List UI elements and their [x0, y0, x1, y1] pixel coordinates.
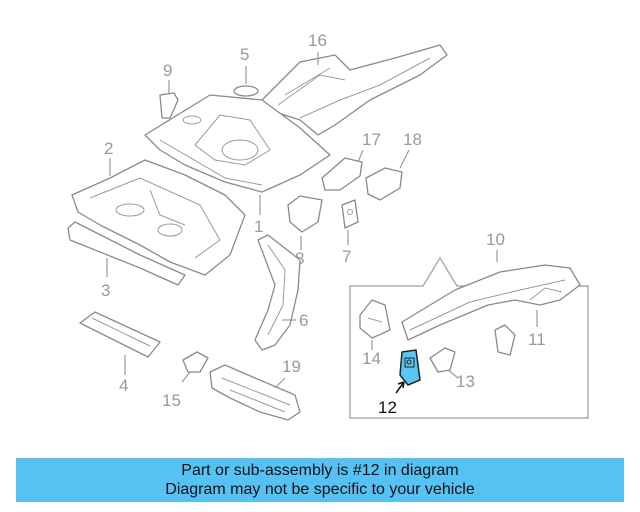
part-6-pillar[interactable]: [254, 234, 301, 351]
part-4-reinforcement[interactable]: [79, 311, 161, 358]
callout-16: 16: [308, 31, 327, 50]
callout-3: 3: [101, 281, 110, 300]
part-3-crossmember[interactable]: [67, 221, 186, 286]
callout-7: 7: [342, 247, 351, 266]
banner-line-1: Part or sub-assembly is #12 in diagram: [181, 462, 459, 479]
callout-19: 19: [282, 357, 301, 376]
callout-8: 8: [295, 249, 304, 268]
part-14-bracket[interactable]: [359, 299, 391, 339]
part-11-small-bracket[interactable]: [494, 324, 516, 356]
part-12-bracket-highlighted[interactable]: [399, 349, 421, 386]
part-5-grommet[interactable]: [233, 85, 259, 97]
callout-12: 12: [378, 398, 397, 417]
callout-14: 14: [362, 349, 381, 368]
part-2-front-floor[interactable]: [71, 159, 246, 276]
part-11-side-member[interactable]: [401, 264, 581, 341]
part-18-bracket[interactable]: [365, 167, 403, 201]
callout-1: 1: [254, 217, 263, 236]
part-15-bracket[interactable]: [182, 351, 209, 373]
part-9-bracket[interactable]: [159, 92, 179, 119]
callout-2: 2: [104, 139, 113, 158]
part-19-rear-panel[interactable]: [209, 364, 301, 421]
parts-diagram: 16 5 9 1 2 3 4: [67, 31, 589, 421]
callout-11: 11: [528, 330, 546, 349]
part-17-bracket[interactable]: [321, 157, 363, 191]
callout-17: 17: [362, 130, 381, 149]
info-banner: Part or sub-assembly is #12 in diagram D…: [16, 458, 624, 502]
callout-4: 4: [119, 376, 128, 395]
callout-9: 9: [163, 61, 172, 80]
callout-13: 13: [456, 372, 475, 391]
part-16-rear-rail[interactable]: [261, 44, 448, 136]
callout-6: 6: [299, 311, 308, 330]
callout-15: 15: [162, 391, 181, 410]
part-13-bracket[interactable]: [429, 347, 456, 373]
part-1-rear-floor[interactable]: [144, 94, 331, 193]
callout-18: 18: [403, 130, 422, 149]
part-8-panel[interactable]: [287, 195, 323, 233]
callout-10: 10: [486, 230, 505, 249]
callout-5: 5: [240, 45, 249, 64]
part-7-bracket[interactable]: [341, 199, 359, 229]
banner-line-2: Diagram may not be specific to your vehi…: [165, 481, 475, 498]
